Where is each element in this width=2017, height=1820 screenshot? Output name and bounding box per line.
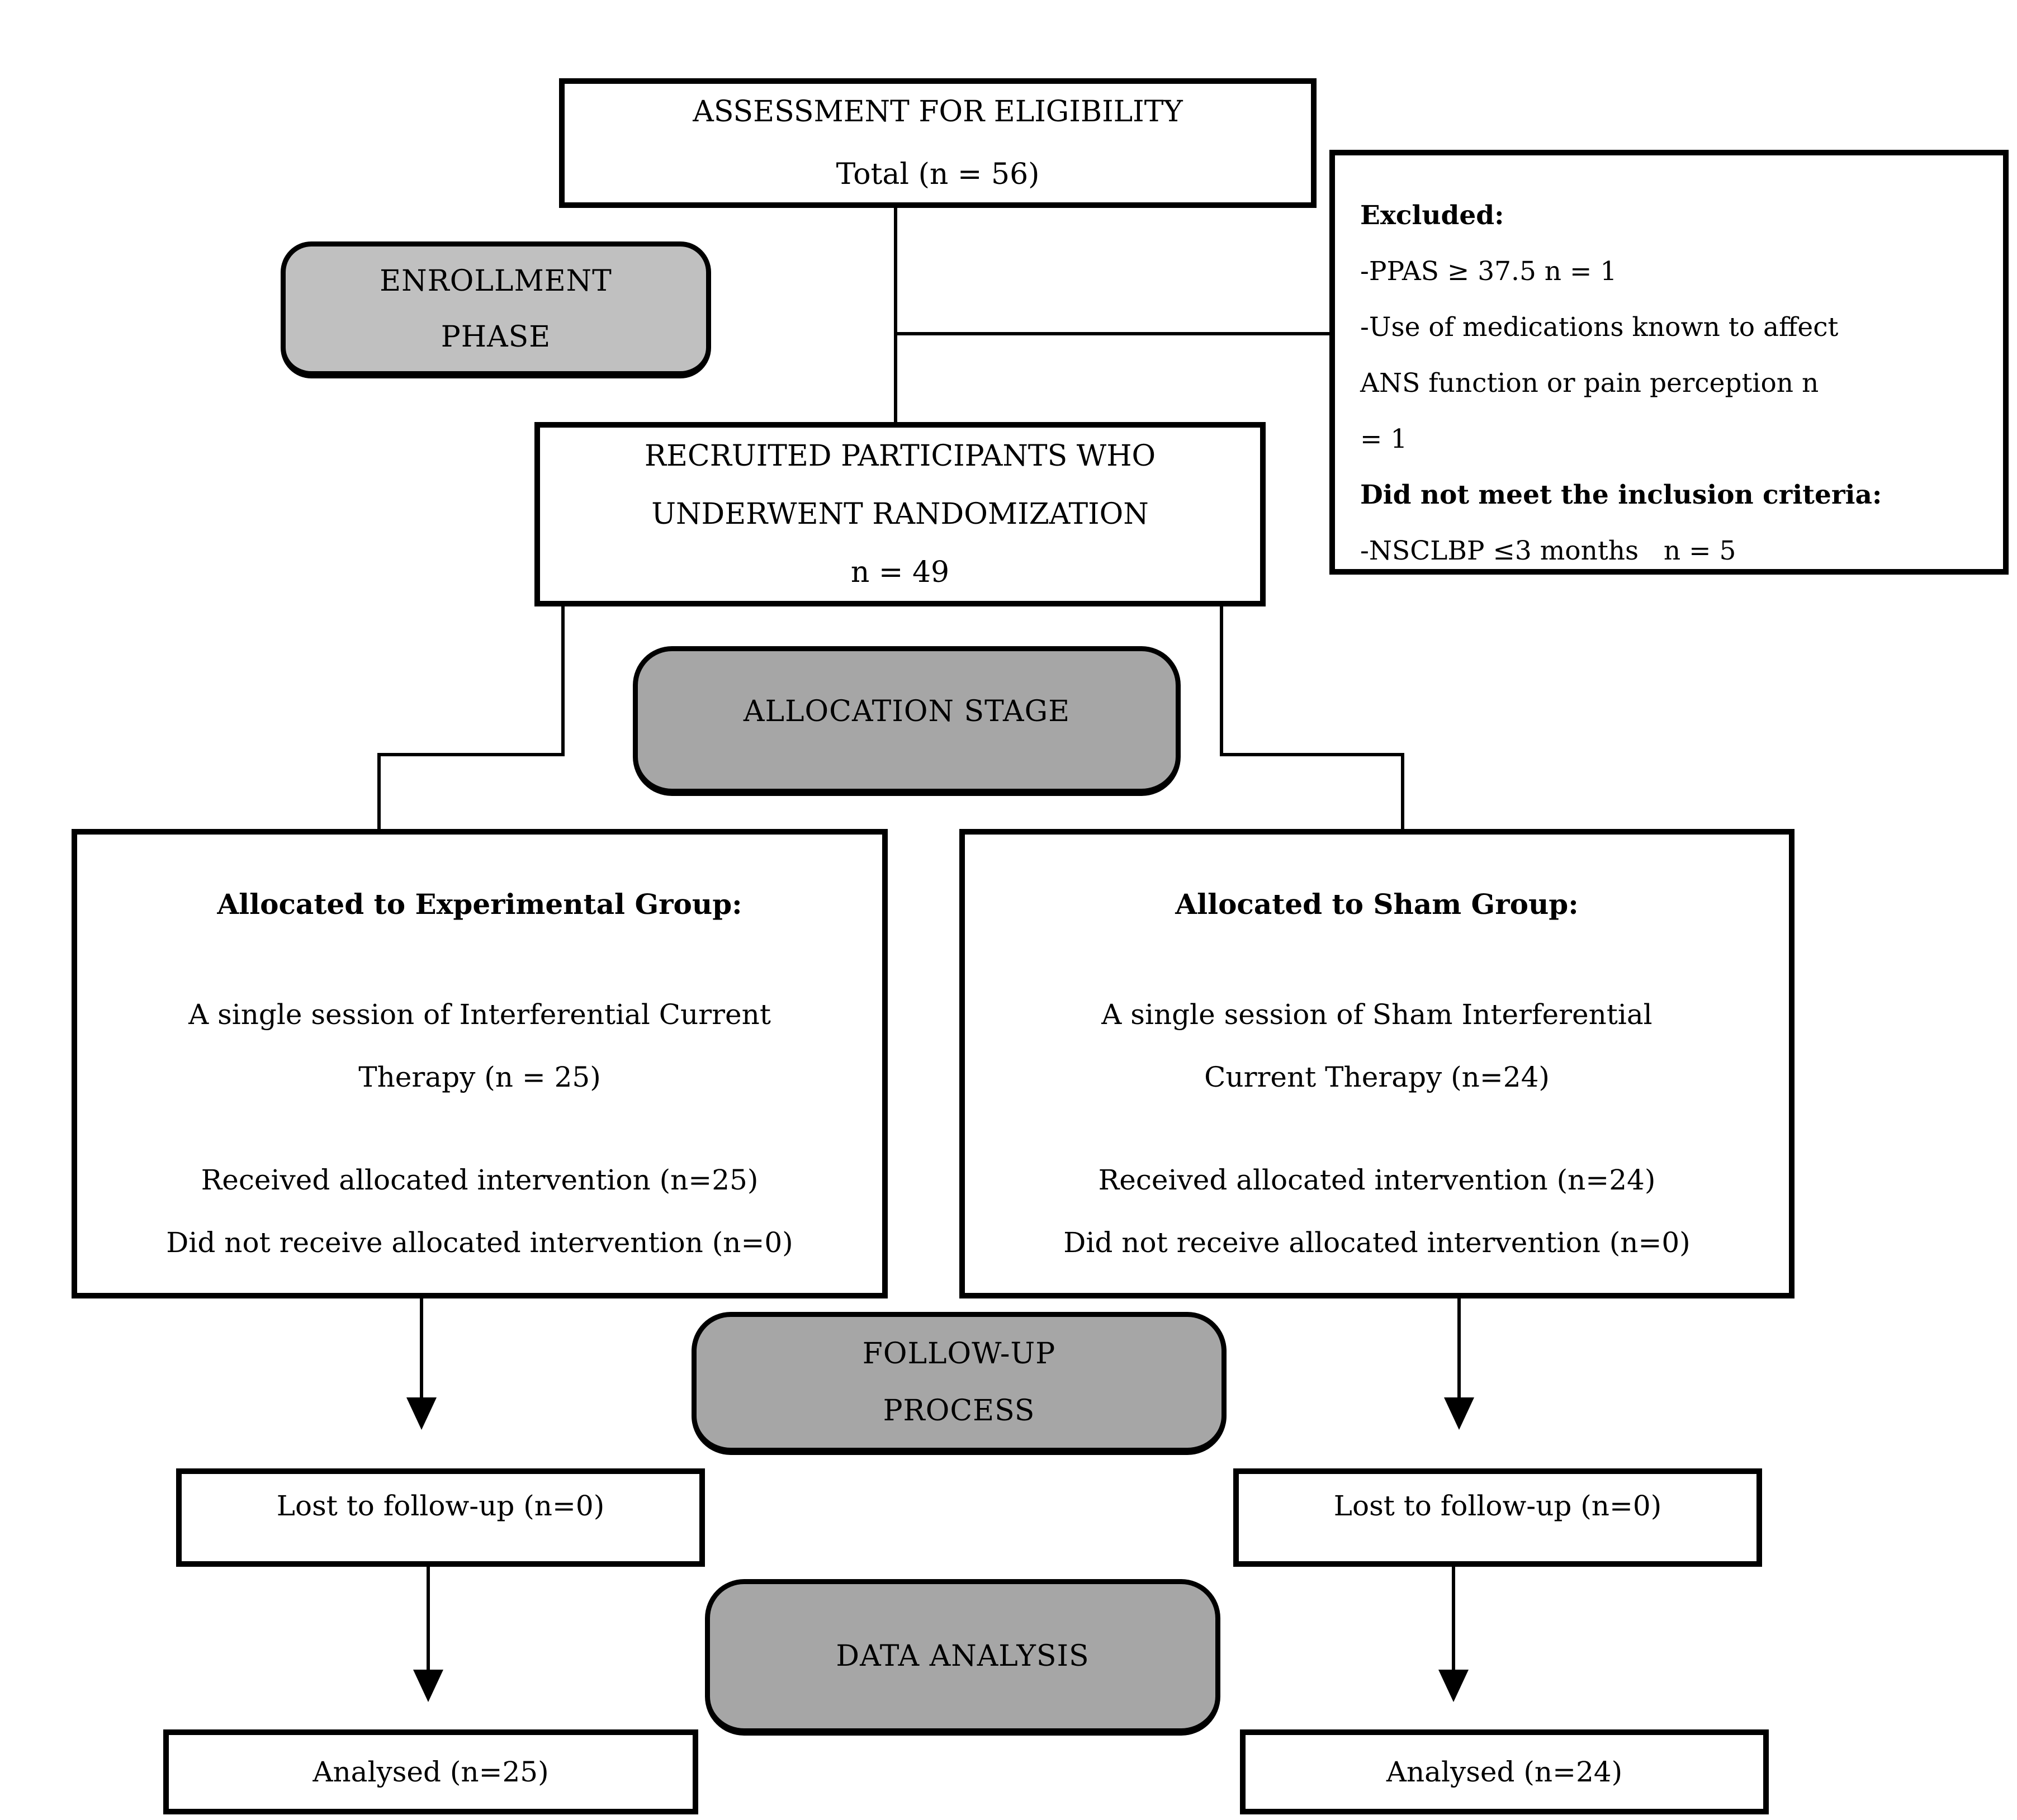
recruited-count: n = 49 (850, 556, 950, 589)
recruited-line1: RECRUITED PARTICIPANTS WHO (644, 439, 1156, 473)
connector-right-elbow-vertical-2 (1401, 753, 1404, 831)
connector-to-excluded (896, 332, 1329, 335)
analysed-right-box: Analysed (n=24) (1240, 1729, 1769, 1814)
follow-up-line2: PROCESS (883, 1394, 1035, 1428)
excluded-reason-medications-1: -Use of medications known to affect (1360, 312, 1839, 343)
arrow-lost-to-analysed-right-line (1452, 1565, 1455, 1671)
follow-up-line1: FOLLOW-UP (862, 1337, 1056, 1371)
arrow-lost-to-analysed-right-head-icon (1438, 1670, 1469, 1702)
follow-up-process-stage-box: FOLLOW-UP PROCESS (692, 1312, 1227, 1455)
sham-group-title: Allocated to Sham Group: (1175, 888, 1579, 921)
connector-right-elbow-vertical-1 (1220, 605, 1223, 756)
data-analysis-stage-box: DATA ANALYSIS (705, 1579, 1220, 1736)
arrow-sham-to-lost-head-icon (1444, 1397, 1474, 1430)
excluded-inclusion-header: Did not meet the inclusion criteria: (1360, 480, 1882, 510)
excluded-reason-nsclbp: -NSCLBP ≤3 months n = 5 (1360, 535, 1736, 566)
lost-to-follow-up-right-label: Lost to follow-up (n=0) (1333, 1490, 1662, 1522)
lost-to-follow-up-left-box: Lost to follow-up (n=0) (176, 1468, 705, 1567)
experimental-not-received: Did not receive allocated intervention (… (166, 1226, 793, 1259)
lost-to-follow-up-left-label: Lost to follow-up (n=0) (276, 1490, 605, 1522)
excluded-box: Excluded: -PPAS ≥ 37.5 n = 1 -Use of med… (1329, 150, 2009, 575)
experimental-group-box: Allocated to Experimental Group: A singl… (72, 829, 888, 1298)
arrow-sham-to-lost-line (1457, 1296, 1461, 1399)
connector-right-elbow-horizontal (1220, 753, 1404, 756)
recruited-participants-box: RECRUITED PARTICIPANTS WHO UNDERWENT RAN… (534, 422, 1266, 606)
experimental-group-title: Allocated to Experimental Group: (217, 888, 742, 921)
excluded-reason-medications-3: = 1 (1360, 424, 1408, 454)
arrow-lost-to-analysed-left-head-icon (413, 1670, 443, 1702)
experimental-session-line1: A single session of Interferential Curre… (188, 998, 771, 1031)
lost-to-follow-up-right-box: Lost to follow-up (n=0) (1233, 1468, 1762, 1567)
experimental-session-line2: Therapy (n = 25) (358, 1061, 601, 1093)
analysed-left-label: Analysed (n=25) (313, 1756, 549, 1788)
excluded-reason-ppas: -PPAS ≥ 37.5 n = 1 (1360, 256, 1617, 287)
sham-session-line1: A single session of Sham Interferential (1101, 998, 1653, 1031)
allocation-stage-label: ALLOCATION STAGE (743, 695, 1071, 728)
enrollment-phase-line2: PHASE (441, 320, 551, 354)
allocation-stage-box: ALLOCATION STAGE (633, 646, 1181, 796)
sham-group-box: Allocated to Sham Group: A single sessio… (959, 829, 1795, 1298)
arrow-exp-to-lost-head-icon (406, 1397, 437, 1430)
analysed-left-box: Analysed (n=25) (163, 1729, 698, 1814)
connector-left-elbow-vertical-1 (561, 605, 565, 756)
analysed-right-label: Analysed (n=24) (1386, 1756, 1623, 1788)
sham-received: Received allocated intervention (n=24) (1098, 1164, 1656, 1196)
connector-left-elbow-vertical-2 (377, 753, 381, 831)
enrollment-phase-stage-box: ENROLLMENT PHASE (281, 241, 711, 378)
arrow-exp-to-lost-line (420, 1296, 423, 1399)
recruited-line2: UNDERWENT RANDOMIZATION (651, 497, 1149, 531)
assessment-total: Total (n = 56) (836, 158, 1040, 191)
arrow-lost-to-analysed-left-line (427, 1565, 430, 1671)
experimental-received: Received allocated intervention (n=25) (201, 1164, 759, 1196)
sham-session-line2: Current Therapy (n=24) (1204, 1061, 1550, 1093)
enrollment-phase-line1: ENROLLMENT (380, 264, 612, 298)
connector-assessment-to-recruited (894, 206, 897, 424)
data-analysis-label: DATA ANALYSIS (836, 1639, 1090, 1673)
assessment-for-eligibility-box: ASSESSMENT FOR ELIGIBILITY Total (n = 56… (559, 78, 1317, 208)
connector-left-elbow-horizontal (377, 753, 565, 756)
assessment-title: ASSESSMENT FOR ELIGIBILITY (693, 95, 1183, 129)
excluded-header: Excluded: (1360, 200, 1504, 231)
sham-not-received: Did not receive allocated intervention (… (1063, 1226, 1691, 1259)
excluded-reason-medications-2: ANS function or pain perception n (1360, 368, 1819, 399)
